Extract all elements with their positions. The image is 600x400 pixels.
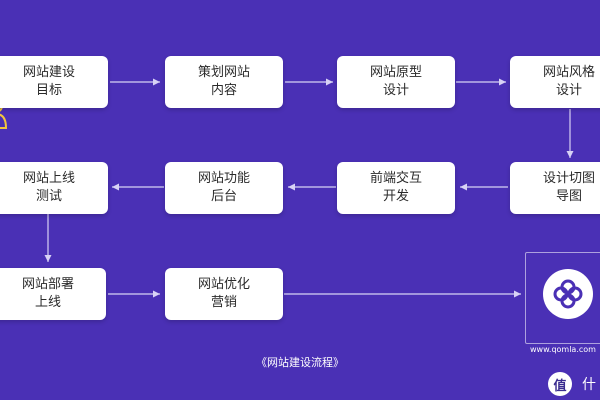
node-marketing-label: 网站优化 营销 [197, 277, 250, 310]
watermark-text: 什 [582, 377, 596, 393]
node-slicing-label: 设计切图 导图 [542, 171, 595, 204]
node-backend: 网站功能 后台 [165, 162, 283, 214]
logo-url[interactable]: www.qomla.com [530, 345, 596, 354]
node-goal-label: 网站建设 目标 [22, 65, 75, 98]
node-prototype: 网站原型 设计 [337, 56, 455, 108]
knot-icon [553, 279, 583, 309]
node-launch-test: 网站上线 测试 [0, 162, 108, 214]
diagram-caption: 《网站建设流程》 [256, 356, 344, 369]
brand-logo-icon [543, 269, 593, 319]
node-prototype-label: 网站原型 设计 [369, 65, 422, 98]
node-slicing: 设计切图 导图 [510, 162, 600, 214]
node-frontend: 前端交互 开发 [337, 162, 455, 214]
node-planning-label: 策划网站 内容 [197, 65, 250, 98]
node-deploy-label: 网站部署 上线 [21, 277, 74, 310]
node-goal: 网站建设 目标 [0, 56, 108, 108]
node-planning: 策划网站 内容 [165, 56, 283, 108]
node-marketing: 网站优化 营销 [165, 268, 283, 320]
node-backend-label: 网站功能 后台 [197, 171, 250, 204]
logo-box [525, 252, 600, 344]
watermark-badge: 值 [548, 372, 572, 396]
node-deploy: 网站部署 上线 [0, 268, 106, 320]
node-style: 网站风格 设计 [510, 56, 600, 108]
node-frontend-label: 前端交互 开发 [369, 171, 422, 204]
node-launch-test-label: 网站上线 测试 [22, 171, 75, 204]
node-style-label: 网站风格 设计 [542, 65, 595, 98]
